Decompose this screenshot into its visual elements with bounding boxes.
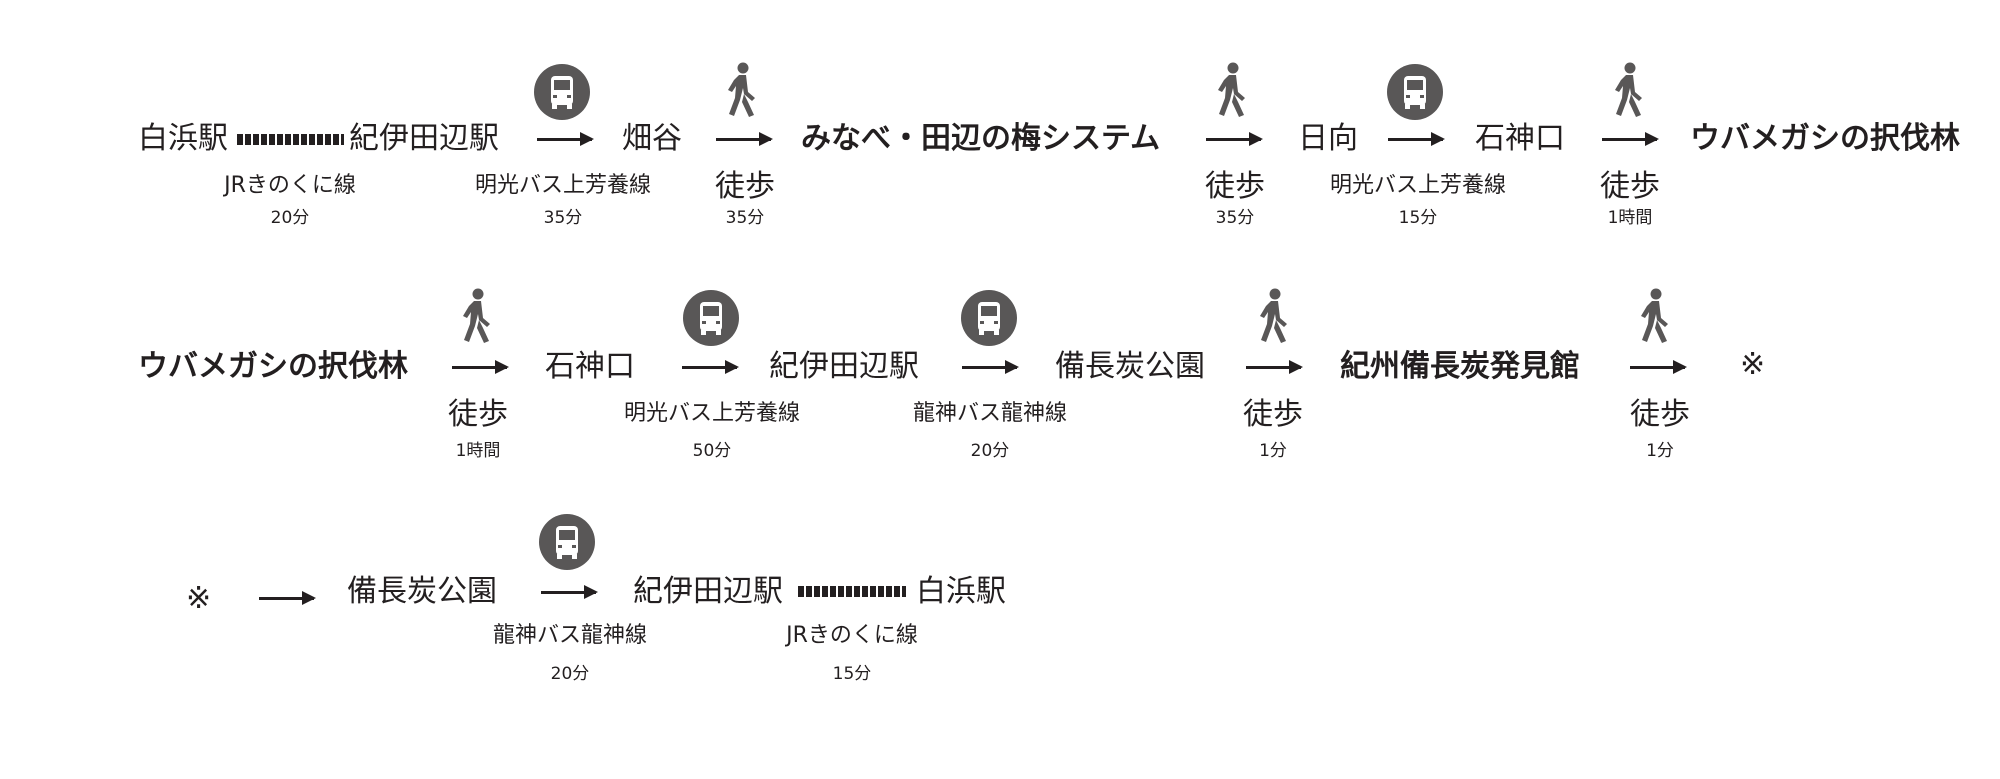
walk-label: 徒歩 — [715, 169, 775, 204]
jr-time: 20分 — [270, 208, 310, 228]
walk-label: 徒歩 — [1205, 169, 1265, 204]
stop-hatake: 畑谷 — [622, 121, 682, 156]
walking-person-icon — [1258, 288, 1292, 344]
bus-time: 20分 — [550, 664, 590, 684]
bus-line-label: 明光バス上芳養線 — [623, 401, 801, 426]
walk-time: 35分 — [1215, 208, 1255, 228]
destination-kishu-binchotan-hall: 紀州備長炭発見館 — [1340, 349, 1580, 384]
destination-ubamegashi-forest: ウバメガシの択伐林 — [138, 349, 408, 384]
arrow — [537, 132, 594, 146]
arrow — [1206, 132, 1263, 146]
walking-person-icon — [1639, 288, 1673, 344]
walk-time: 1分 — [1646, 441, 1674, 461]
station-shirahama: 白浜駅 — [916, 574, 1006, 609]
arrow — [259, 591, 316, 605]
walk-label: 徒歩 — [1630, 397, 1690, 432]
bus-line-label: 龍神バス龍神線 — [912, 401, 1068, 426]
bus-time: 50分 — [692, 441, 732, 461]
walking-person-icon — [726, 62, 760, 118]
bus-icon — [534, 64, 590, 120]
bus-icon — [539, 514, 595, 570]
jr-time: 15分 — [832, 664, 872, 684]
bus-time: 20分 — [970, 441, 1010, 461]
station-kiitanabe: 紀伊田辺駅 — [349, 121, 499, 156]
stop-binchotan-park: 備長炭公園 — [1055, 349, 1205, 384]
walk-time: 35分 — [725, 208, 765, 228]
station-kiitanabe: 紀伊田辺駅 — [633, 574, 783, 609]
stop-binchotan-park: 備長炭公園 — [347, 574, 497, 609]
arrow — [682, 360, 739, 374]
walk-time: 1時間 — [1607, 208, 1653, 228]
destination-ubamegashi-forest: ウバメガシの択伐林 — [1690, 121, 1960, 156]
arrow — [962, 360, 1019, 374]
bus-icon — [683, 290, 739, 346]
station-shirahama: 白浜駅 — [138, 121, 228, 156]
arrow — [452, 360, 509, 374]
jr-line-label: JRきのくに線 — [786, 623, 918, 648]
arrow — [1246, 360, 1303, 374]
bus-time: 35分 — [543, 208, 583, 228]
walk-label: 徒歩 — [1600, 169, 1660, 204]
continuation-mark: ※ — [186, 581, 212, 616]
walking-person-icon — [1216, 62, 1250, 118]
continuation-mark: ※ — [1740, 347, 1766, 382]
walk-time: 1時間 — [455, 441, 501, 461]
bus-icon — [961, 290, 1017, 346]
arrow — [541, 585, 598, 599]
jr-rail-line — [237, 134, 344, 145]
bus-line-label: 明光バス上芳養線 — [474, 173, 652, 198]
bus-line-label: 明光バス上芳養線 — [1329, 173, 1507, 198]
stop-hinata: 日向 — [1298, 121, 1358, 156]
walk-label: 徒歩 — [1243, 397, 1303, 432]
stop-ishigamiguchi: 石神口 — [1475, 121, 1565, 156]
bus-time: 15分 — [1398, 208, 1438, 228]
walking-person-icon — [461, 288, 495, 344]
walk-label: 徒歩 — [448, 397, 508, 432]
destination-minabe-ume-system: みなべ・田辺の梅システム — [801, 121, 1161, 156]
stop-ishigamiguchi: 石神口 — [545, 349, 635, 384]
jr-rail-line — [798, 586, 906, 597]
arrow — [1388, 132, 1445, 146]
arrow — [1602, 132, 1659, 146]
arrow — [716, 132, 773, 146]
jr-line-label: JRきのくに線 — [224, 173, 356, 198]
walk-time: 1分 — [1259, 441, 1287, 461]
bus-line-label: 龍神バス龍神線 — [492, 623, 648, 648]
station-kiitanabe: 紀伊田辺駅 — [769, 349, 919, 384]
bus-icon — [1387, 64, 1443, 120]
walking-person-icon — [1613, 62, 1647, 118]
arrow — [1630, 360, 1687, 374]
